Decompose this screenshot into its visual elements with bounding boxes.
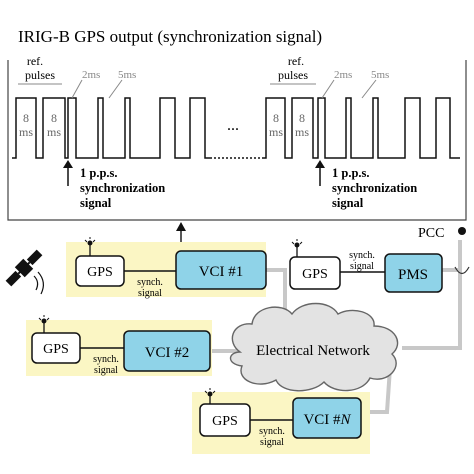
gps-box-pms [289, 256, 341, 290]
pulse-8ms-2-num: 8 [51, 111, 57, 125]
waveform-ellipsis: ... [227, 117, 239, 134]
irig-waveform-right [262, 97, 460, 159]
leader-5ms-left [108, 79, 123, 99]
pps-left-line1: 1 p.p.s. [80, 166, 118, 180]
gps-box-2-label: GPS [43, 342, 69, 357]
gps-box-n-label: GPS [212, 414, 238, 429]
vci2-box [123, 330, 211, 372]
synch-label-2b: signal [94, 365, 118, 376]
pms-box [384, 253, 443, 293]
vci1-box [175, 250, 267, 290]
gps-box-pms-label: GPS [302, 267, 328, 282]
pulse-8ms-4-unit: ms [295, 125, 309, 139]
ref-pulses-label-2a: ref. [288, 54, 304, 68]
satellite-wave-2 [37, 271, 44, 295]
pcc-node [458, 227, 466, 235]
leader-2ms-right [321, 79, 335, 99]
pps-left-line2: synchronization [80, 181, 165, 195]
antenna-icon [38, 315, 50, 334]
cloud-label: Electrical Network [256, 343, 370, 359]
antenna-icon [84, 237, 96, 257]
pulse-8ms-2-unit: ms [47, 125, 61, 139]
pps-right-line1: 1 p.p.s. [332, 166, 370, 180]
synch-label-1b: signal [138, 288, 162, 299]
label-2ms-left: 2ms [82, 69, 100, 81]
pps-arrowhead-right [315, 160, 325, 168]
vci2-label: VCI #2 [145, 345, 190, 361]
ref-pulses-label-1a: ref. [27, 54, 43, 68]
vci1-label: VCI #1 [199, 264, 244, 280]
leader-2ms-left [71, 79, 83, 99]
vcin-label: VCI #N [303, 412, 351, 428]
satellite-wave-1 [33, 275, 39, 291]
pps-arrowhead-left [63, 160, 73, 168]
leader-5ms-right [361, 79, 377, 99]
vcin-box [292, 397, 362, 439]
synch-label-nb: signal [260, 437, 284, 448]
pulse-8ms-1-num: 8 [23, 111, 29, 125]
synch-label-pms-a: synch. [349, 250, 375, 261]
pulse-8ms-1-unit: ms [19, 125, 33, 139]
label-2ms-right: 2ms [334, 69, 352, 81]
irig-waveform-left [12, 97, 210, 159]
vci1-to-panel-arrowhead [176, 222, 186, 231]
pms-label: PMS [398, 267, 428, 283]
gps-box-1-label: GPS [87, 265, 113, 280]
electrical-network-cloud [229, 302, 399, 392]
synch-label-na: synch. [259, 426, 285, 437]
irig-title: IRIG-B GPS output (synchronization signa… [18, 27, 322, 46]
pulse-8ms-4-num: 8 [299, 111, 305, 125]
satellite-icon [5, 249, 43, 287]
pulse-8ms-3-unit: ms [269, 125, 283, 139]
pulse-8ms-3-num: 8 [273, 111, 279, 125]
antenna-icon [204, 388, 216, 407]
pps-left-line3: signal [80, 196, 112, 210]
pps-right-line3: signal [332, 196, 364, 210]
synch-label-2a: synch. [93, 354, 119, 365]
antenna-icon [291, 239, 303, 258]
synch-label-pms-b: signal [350, 261, 374, 272]
ref-pulses-label-2b: pulses [278, 68, 308, 82]
pps-right-line2: synchronization [332, 181, 417, 195]
irig-panel-frame [7, 60, 467, 221]
label-5ms-left: 5ms [118, 69, 136, 81]
pcc-label: PCC [418, 226, 444, 241]
ref-pulses-label-1b: pulses [25, 68, 55, 82]
label-5ms-right: 5ms [371, 69, 389, 81]
pcc-meter-icon [454, 266, 470, 275]
synch-label-1a: synch. [137, 277, 163, 288]
